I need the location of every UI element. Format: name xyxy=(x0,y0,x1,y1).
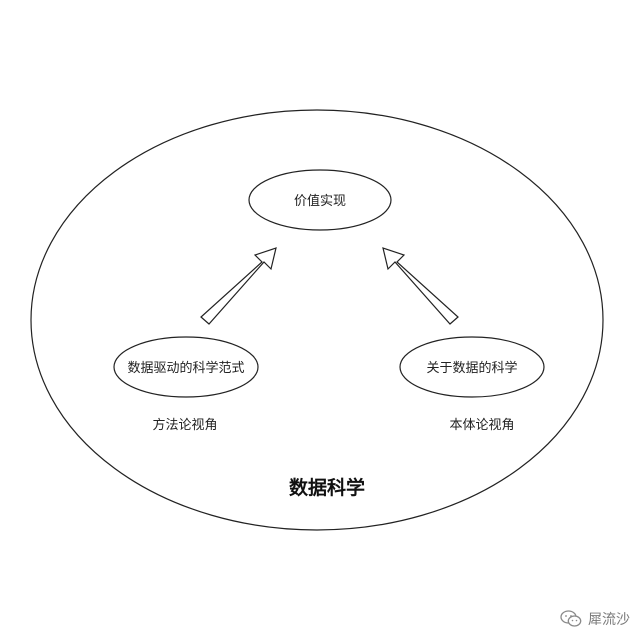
watermark: 犀流沙 xyxy=(560,608,630,630)
caption-right: 本体论视角 xyxy=(449,418,514,433)
node-left-label: 数据驱动的科学范式 xyxy=(127,360,244,376)
arrow-left-to-value xyxy=(200,247,277,325)
watermark-text: 犀流沙 xyxy=(588,612,630,628)
node-value-ellipse xyxy=(248,169,392,231)
caption-left: 方法论视角 xyxy=(152,417,217,433)
diagram-title: 数据科学 xyxy=(289,476,365,499)
node-value-label: 价值实现 xyxy=(294,193,346,209)
node-left-ellipse xyxy=(113,336,259,398)
node-right-label: 关于数据的科学 xyxy=(426,360,517,376)
outer-ellipse xyxy=(30,109,604,531)
wechat-icon xyxy=(560,610,582,627)
node-right-ellipse xyxy=(399,336,545,398)
arrow-right-to-value xyxy=(382,247,459,325)
